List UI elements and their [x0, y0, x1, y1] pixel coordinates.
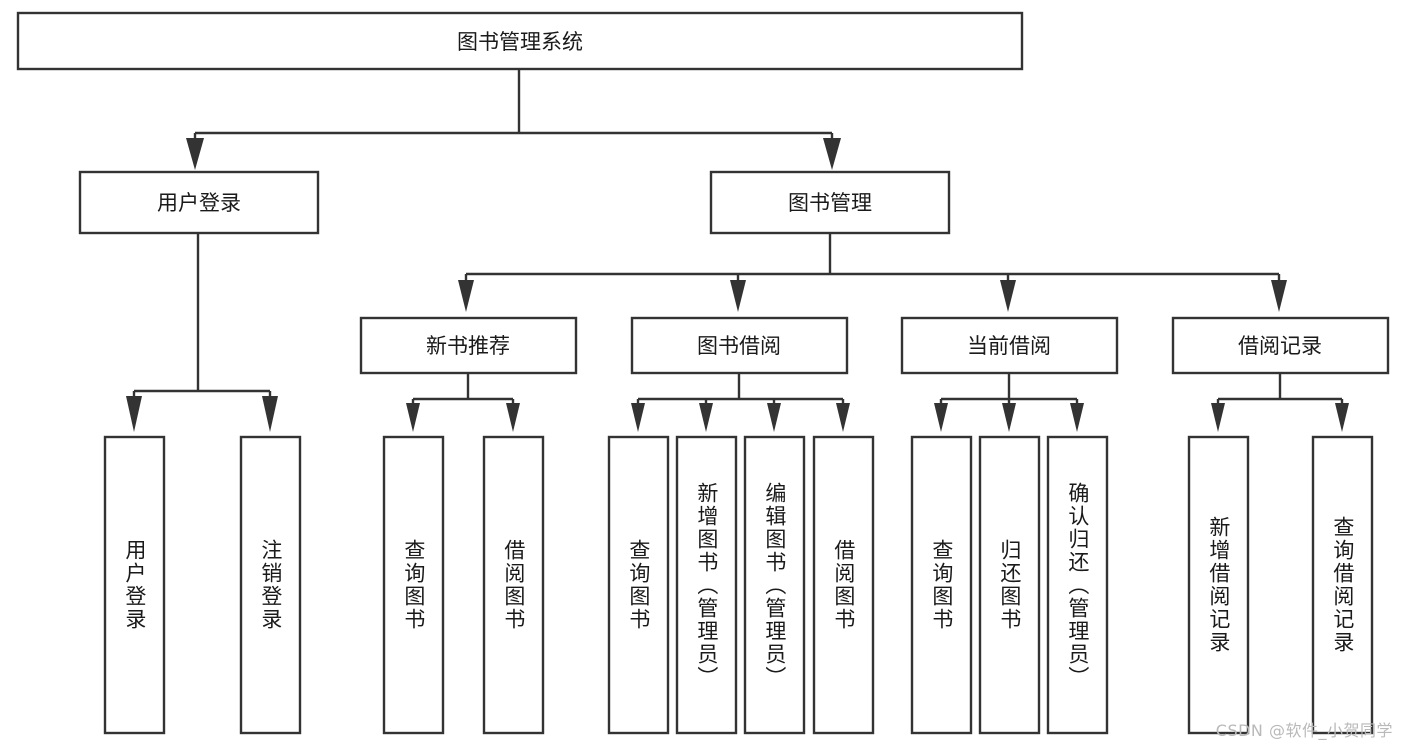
arrowhead-newbook-leaf-2 [506, 403, 520, 432]
arrowhead-bookborrow-leaf-4 [836, 403, 850, 432]
arrowhead-bookborrow-leaf-1 [631, 403, 645, 432]
csdn-watermark: CSDN @软件_小贺同学 [1215, 721, 1393, 740]
arrowhead-current-borrow [1000, 280, 1016, 312]
arrowhead-borrow-record [1271, 280, 1287, 312]
arrowhead-borrowrecord-leaf-1 [1211, 403, 1225, 432]
leaf-box-confirm-return[interactable] [1046, 435, 1109, 735]
node-borrow-record-box[interactable] [1171, 316, 1390, 375]
arrowhead-bookborrow-leaf-2 [699, 403, 713, 432]
edges-bookborrow-to-leaves [631, 373, 850, 432]
arrowhead-user-login [186, 138, 204, 170]
arrowhead-currentborrow-leaf-2 [1002, 403, 1016, 432]
leaf-box-add-book[interactable] [675, 435, 738, 735]
node-book-borrow[interactable]: 图书借阅 [630, 316, 849, 375]
leaf-boxes [103, 435, 1374, 735]
leaf-box-query-book-1[interactable] [382, 435, 445, 735]
node-borrow-record[interactable]: 借阅记录 [1171, 316, 1390, 375]
leaf-box-edit-book[interactable] [743, 435, 806, 735]
edges-book-manage-to-level3 [458, 234, 1287, 312]
edges-newbook-to-leaves [406, 373, 520, 432]
node-user-login-label: 用户登录 [157, 191, 241, 215]
node-current-borrow[interactable]: 当前借阅 [900, 316, 1119, 375]
node-borrow-record-label: 借阅记录 [1238, 334, 1322, 358]
arrowhead-currentborrow-leaf-1 [934, 403, 948, 432]
node-book-manage-box[interactable] [709, 170, 951, 235]
arrowhead-new-book-rec [458, 280, 474, 312]
arrowhead-newbook-leaf-1 [406, 403, 420, 432]
node-root-box[interactable] [16, 11, 1024, 71]
leaf-box-query-book-3[interactable] [910, 435, 973, 735]
arrowhead-leaf-user-login [126, 396, 142, 432]
node-root[interactable]: 图书管理系统 [16, 11, 1024, 71]
node-new-book-recommend-label: 新书推荐 [426, 334, 510, 358]
leaf-box-add-borrow-record[interactable] [1187, 435, 1250, 735]
node-book-borrow-label: 图书借阅 [697, 334, 781, 358]
leaf-box-query-book-2[interactable] [607, 435, 670, 735]
node-current-borrow-box[interactable] [900, 316, 1119, 375]
edges-user-login-to-leaves [126, 234, 278, 432]
node-new-book-recommend[interactable]: 新书推荐 [359, 316, 578, 375]
node-book-borrow-box[interactable] [630, 316, 849, 375]
node-root-label: 图书管理系统 [457, 30, 583, 54]
leaf-box-logout[interactable] [239, 435, 302, 735]
edges-currentborrow-to-leaves [934, 373, 1084, 432]
node-book-manage-label: 图书管理 [788, 191, 872, 215]
arrowhead-book-manage [823, 138, 841, 170]
node-current-borrow-label: 当前借阅 [967, 334, 1051, 358]
leaf-box-borrow-book-2[interactable] [812, 435, 875, 735]
arrowhead-bookborrow-leaf-3 [767, 403, 781, 432]
arrowhead-currentborrow-leaf-3 [1070, 403, 1084, 432]
edges-borrowrecord-to-leaves [1211, 373, 1349, 432]
arrowhead-leaf-logout [262, 396, 278, 432]
leaf-box-query-borrow-record[interactable] [1311, 435, 1374, 735]
edges-root-to-level2 [186, 69, 841, 170]
node-user-login-box[interactable] [78, 170, 320, 235]
leaf-box-return-book[interactable] [978, 435, 1041, 735]
node-book-manage[interactable]: 图书管理 [709, 170, 951, 235]
leaf-box-user-login[interactable] [103, 435, 166, 735]
arrowhead-borrowrecord-leaf-2 [1335, 403, 1349, 432]
node-new-book-recommend-box[interactable] [359, 316, 578, 375]
leaf-box-borrow-book-1[interactable] [482, 435, 545, 735]
node-user-login[interactable]: 用户登录 [78, 170, 320, 235]
arrowhead-book-borrow [730, 280, 746, 312]
